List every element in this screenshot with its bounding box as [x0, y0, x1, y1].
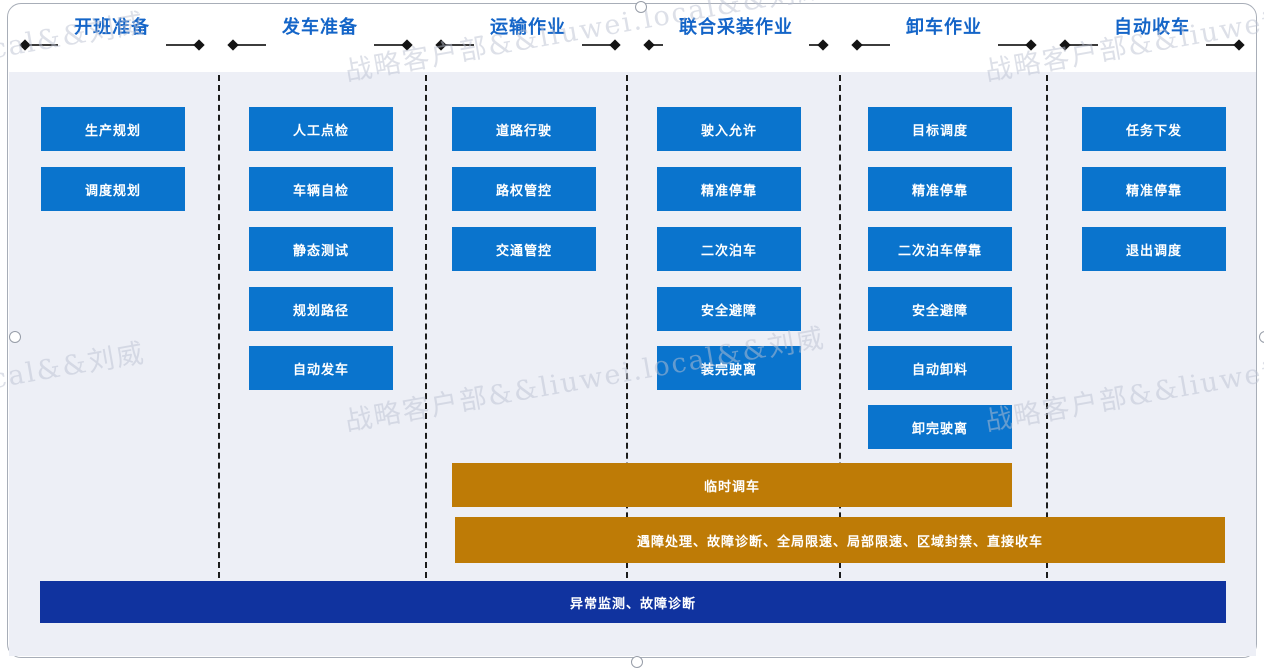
task-box: 驶入允许 [657, 107, 801, 151]
diamond-icon [193, 39, 205, 51]
task-box: 卸完驶离 [868, 405, 1012, 449]
task-box: 二次泊车 [657, 227, 801, 271]
column-separator-5 [1046, 75, 1048, 578]
stage-header-caizhuang: 联合采装作业 [632, 10, 840, 56]
task-box: 精准停靠 [657, 167, 801, 211]
task-box: 人工点检 [249, 107, 393, 151]
task-box: 退出调度 [1082, 227, 1226, 271]
task-box: 精准停靠 [1082, 167, 1226, 211]
column-separator-1 [218, 75, 220, 578]
stage-header-fache: 发车准备 [216, 10, 424, 56]
selection-handle-left[interactable] [9, 331, 21, 343]
header-rule [166, 44, 195, 46]
task-box: 安全避障 [868, 287, 1012, 331]
diamond-icon [609, 39, 621, 51]
task-box: 规划路径 [249, 287, 393, 331]
header-rule [374, 44, 403, 46]
stage-title: 自动收车 [1114, 17, 1190, 37]
task-box: 交通管控 [452, 227, 596, 271]
task-box: 道路行驶 [452, 107, 596, 151]
header-rule [653, 44, 663, 46]
diamond-icon [227, 39, 239, 51]
task-box: 精准停靠 [868, 167, 1012, 211]
process-panel [9, 72, 1256, 656]
header-rule [1069, 44, 1098, 46]
task-box: 自动发车 [249, 346, 393, 390]
task-box: 生产规划 [41, 107, 185, 151]
header-rule [998, 44, 1027, 46]
stage-header-shouche: 自动收车 [1048, 10, 1256, 56]
stage-title: 开班准备 [74, 17, 150, 37]
header-rule [237, 44, 266, 46]
diamond-icon [851, 39, 863, 51]
stage-title: 联合采装作业 [679, 17, 793, 37]
diamond-icon [643, 39, 655, 51]
task-box: 二次泊车停靠 [868, 227, 1012, 271]
task-box: 调度规划 [41, 167, 185, 211]
monitoring-bar: 异常监测、故障诊断 [40, 581, 1226, 623]
diamond-icon [435, 39, 447, 51]
column-separator-4 [839, 75, 841, 578]
diamond-icon [1233, 39, 1245, 51]
header-rule [582, 44, 611, 46]
column-separator-3 [626, 75, 628, 578]
stage-header-xieche: 卸车作业 [840, 10, 1048, 56]
task-box: 目标调度 [868, 107, 1012, 151]
diamond-icon [401, 39, 413, 51]
header-rule [809, 44, 819, 46]
header-rule [1206, 44, 1235, 46]
stage-title: 运输作业 [490, 17, 566, 37]
diamond-icon [1059, 39, 1071, 51]
column-separator-2 [425, 75, 427, 578]
header-rule [29, 44, 58, 46]
header-rule [861, 44, 890, 46]
diamond-icon [817, 39, 829, 51]
exception-ops-bar: 遇障处理、故障诊断、全局限速、局部限速、区域封禁、直接收车 [455, 517, 1225, 563]
task-box: 装完驶离 [657, 346, 801, 390]
task-box: 路权管控 [452, 167, 596, 211]
task-box: 任务下发 [1082, 107, 1226, 151]
temp-dispatch-bar: 临时调车 [452, 463, 1012, 507]
task-box: 自动卸料 [868, 346, 1012, 390]
header-rule [445, 44, 474, 46]
stage-title: 发车准备 [282, 17, 358, 37]
diamond-icon [19, 39, 31, 51]
task-box: 车辆自检 [249, 167, 393, 211]
task-box: 静态测试 [249, 227, 393, 271]
selection-handle-right[interactable] [1259, 331, 1264, 343]
selection-handle-bottom[interactable] [631, 656, 643, 668]
stage-header-kaiban: 开班准备 [8, 10, 216, 56]
selection-handle-top[interactable] [635, 1, 647, 13]
task-box: 安全避障 [657, 287, 801, 331]
stage-title: 卸车作业 [906, 17, 982, 37]
stage-headers: 开班准备 发车准备 运输作业 联合采装作业 卸车作业 自动收车 [8, 10, 1256, 56]
stage-header-yunshu: 运输作业 [424, 10, 632, 56]
diamond-icon [1025, 39, 1037, 51]
